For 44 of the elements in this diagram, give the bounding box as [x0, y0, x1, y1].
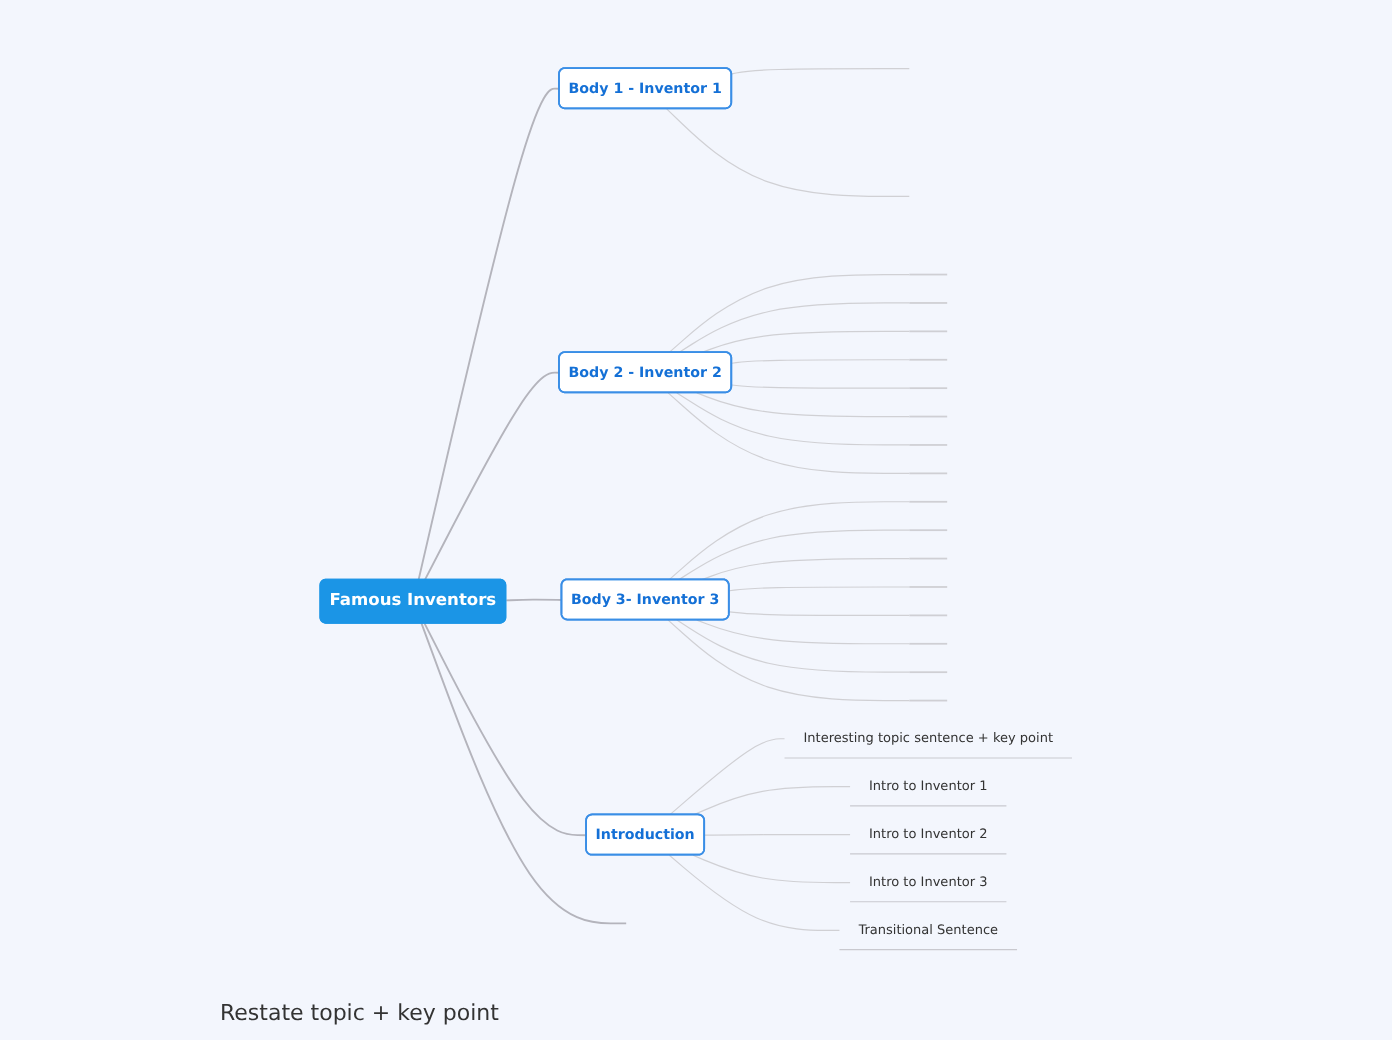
- connector: [692, 854, 851, 884]
- node-line: [909, 302, 948, 304]
- connector: [677, 302, 910, 354]
- node-line: [909, 557, 948, 560]
- connector: [676, 392, 910, 446]
- connector: [423, 622, 588, 837]
- node-line: [909, 330, 948, 333]
- connector: [420, 622, 628, 925]
- topic-text: Restate topic + key point: [220, 1000, 499, 1026]
- connector: [731, 384, 910, 389]
- connector: [667, 619, 910, 702]
- node-line: [909, 642, 948, 645]
- connector: [731, 68, 910, 75]
- connector: [505, 598, 563, 602]
- connector: [668, 273, 910, 354]
- connector: [700, 330, 910, 354]
- connector: [677, 529, 910, 581]
- node-line: [909, 671, 948, 674]
- node-line: [909, 387, 948, 390]
- connector: [728, 611, 910, 616]
- node-line: [909, 586, 948, 588]
- connector: [417, 87, 561, 581]
- node-line: [909, 699, 948, 702]
- connector: [696, 392, 910, 418]
- connector: [668, 854, 841, 932]
- connector: [696, 619, 910, 645]
- node-line: [909, 500, 948, 503]
- node-line: [909, 472, 948, 475]
- node-line: [909, 415, 948, 418]
- connector: [668, 738, 786, 816]
- connector: [704, 834, 851, 836]
- connector: [700, 558, 910, 581]
- connector: [667, 392, 910, 474]
- connector: [668, 501, 910, 581]
- connector: [666, 108, 910, 198]
- connector: [728, 586, 910, 592]
- node-line: [909, 273, 948, 276]
- connector: [676, 619, 910, 673]
- node-line: [909, 529, 948, 532]
- node-line: [909, 444, 948, 446]
- connector: [423, 371, 561, 581]
- node-line: [909, 358, 948, 361]
- node-line: [909, 614, 948, 617]
- connector: [692, 786, 851, 816]
